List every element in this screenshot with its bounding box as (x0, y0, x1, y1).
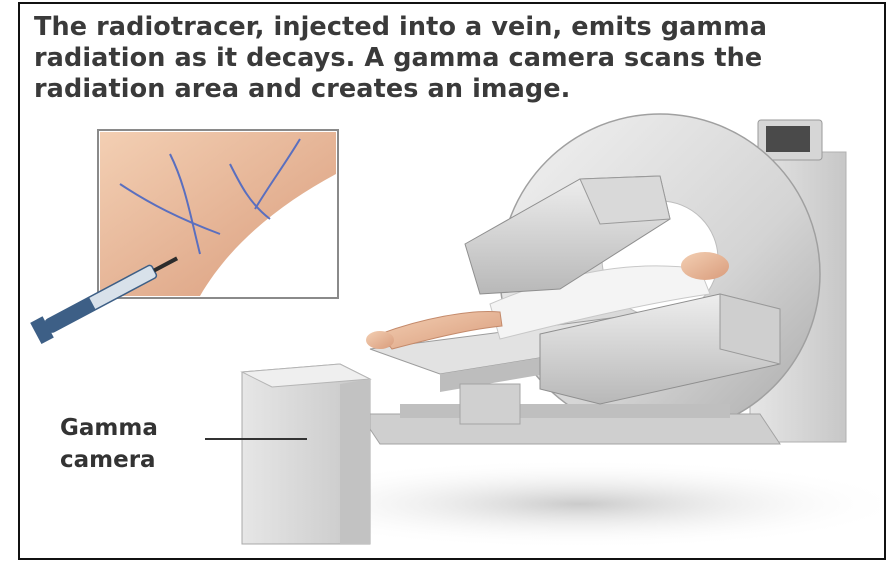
table-support (460, 384, 520, 424)
base-rail (400, 404, 730, 418)
monitor-screen (766, 126, 810, 152)
base-frame (360, 414, 780, 444)
patient-hand (366, 331, 394, 349)
gamma-camera-label-line-2: camera (60, 444, 158, 476)
diagram-frame: The radiotracer, injected into a vein, e… (18, 2, 886, 560)
patient-head (681, 252, 729, 280)
gamma-camera-leader-line (205, 438, 307, 440)
gamma-camera-label: Gamma camera (60, 412, 158, 476)
gamma-camera-label-line-1: Gamma (60, 412, 158, 444)
